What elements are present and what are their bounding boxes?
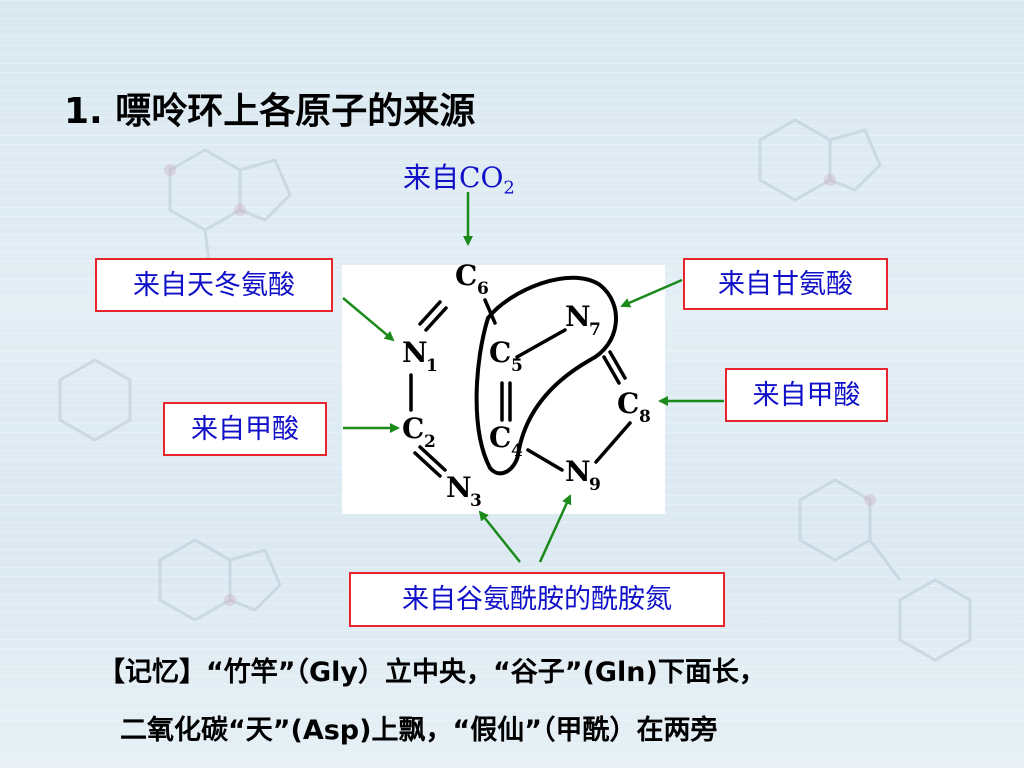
source-arrows — [342, 192, 724, 563]
atom-c4-number: 4 — [511, 441, 523, 461]
atom-n1-number: 1 — [426, 356, 438, 376]
atom-n9: N 9 — [565, 455, 601, 495]
atom-n1-symbol: N — [402, 336, 428, 369]
label-from-co2-formula: CO — [459, 161, 504, 194]
slide-title: 1. 嘌呤环上各原子的来源 — [64, 91, 476, 132]
atom-n7-symbol: N — [565, 300, 591, 333]
atom-n1: N 1 — [402, 336, 438, 376]
label-from-glycine: 来自甘氨酸 — [683, 258, 888, 310]
atom-c8-number: 8 — [639, 407, 651, 427]
atom-c5-number: 5 — [511, 356, 523, 376]
atom-c2-symbol: C — [402, 412, 424, 445]
label-from-glutamine: 来自谷氨酰胺的酰胺氮 — [349, 572, 725, 627]
atom-c8: C 8 — [617, 387, 651, 427]
ring-bonds — [409, 298, 632, 478]
atom-n9-number: 9 — [589, 475, 601, 495]
label-from-co2-subscript: 2 — [503, 177, 515, 199]
memo-line-2: 二氧化碳“天”(Asp)上飘，“假仙”（甲酰）在两旁 — [120, 715, 718, 746]
memo-line-1: 【记忆】“竹竿”（Gly）立中央，“谷子”(Gln)下面长， — [98, 657, 766, 688]
atom-c5-symbol: C — [489, 336, 511, 369]
atom-n7: N 7 — [565, 300, 601, 340]
atom-c6-number: 6 — [477, 279, 489, 299]
atom-n3: N 3 — [446, 471, 482, 511]
atom-n3-symbol: N — [446, 471, 472, 504]
arrow-gln-to-n9 — [538, 494, 572, 563]
atom-c4-symbol: C — [489, 421, 511, 454]
atom-n3-number: 3 — [470, 491, 482, 511]
arrow-gln-to-n3 — [478, 510, 521, 563]
arrow-gly-to-n7 — [620, 278, 683, 308]
atom-c2-number: 2 — [424, 432, 436, 452]
atom-c8-symbol: C — [617, 387, 639, 420]
glycine-highlight-loop — [474, 275, 618, 476]
label-from-co2-prefix: 来自 — [403, 161, 460, 194]
label-from-co2: 来自CO2 — [403, 156, 515, 199]
atom-c6: C 6 — [455, 259, 489, 299]
label-from-formate-c8: 来自甲酸 — [725, 368, 888, 422]
label-from-aspartate: 来自天冬氨酸 — [95, 258, 333, 312]
label-from-formate-c2: 来自甲酸 — [163, 402, 327, 456]
atom-c6-symbol: C — [455, 259, 477, 292]
atom-c4: C 4 — [489, 421, 523, 461]
atom-c5: C 5 — [489, 336, 523, 376]
atom-n9-symbol: N — [565, 455, 591, 488]
arrow-asp-to-n1 — [342, 297, 395, 342]
atom-n7-number: 7 — [589, 320, 601, 340]
atom-c2: C 2 — [402, 412, 436, 452]
